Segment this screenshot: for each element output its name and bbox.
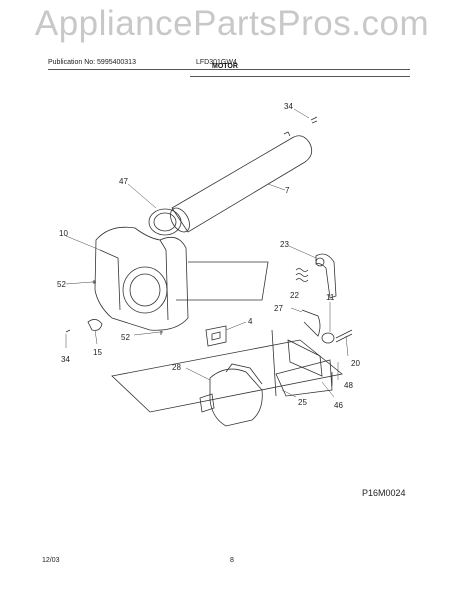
callout-34-top: 34 — [284, 102, 293, 111]
page-number: 8 — [230, 557, 234, 564]
bushing-15 — [87, 319, 103, 331]
callout-4: 4 — [248, 317, 253, 326]
motor-mount — [271, 329, 333, 397]
callout-52-bottom: 52 — [121, 333, 130, 342]
callout-47: 47 — [119, 177, 128, 186]
footer-date: 12/03 — [42, 557, 60, 564]
diagram-code: P16M0024 — [362, 488, 406, 498]
motor-28 — [199, 363, 263, 427]
callout-52-left: 52 — [57, 280, 66, 289]
callout-11: 11 — [326, 293, 335, 302]
callout-7: 7 — [285, 186, 290, 195]
callout-46: 46 — [334, 401, 343, 410]
bolt-20 — [335, 329, 353, 343]
publication-number: Publication No: 5995400313 — [48, 59, 136, 66]
header-rule — [48, 69, 410, 70]
callout-15: 15 — [93, 348, 102, 357]
callout-28: 28 — [172, 363, 181, 372]
callout-27: 27 — [274, 304, 283, 313]
duct-seal — [148, 208, 182, 236]
housing-plane — [176, 261, 269, 301]
watermark-logo: AppliancePartsPros.com — [34, 4, 430, 43]
screw-top — [310, 116, 318, 124]
screw-34-bottom — [65, 329, 71, 333]
idler-arm — [301, 309, 321, 337]
motor-plane — [111, 339, 343, 413]
spring-22 — [295, 268, 309, 282]
callout-48: 48 — [344, 381, 353, 390]
exhaust-duct — [170, 131, 313, 233]
model-number: LFD301GW4 — [196, 59, 237, 66]
clip-4 — [205, 325, 227, 347]
callout-10: 10 — [59, 229, 68, 238]
bracket-23 — [315, 253, 337, 299]
section-rule — [190, 76, 410, 77]
callout-34-bottom: 34 — [61, 355, 70, 364]
idler-pulley — [321, 332, 335, 344]
screw-52-bottom — [160, 331, 163, 335]
blower-housing — [94, 226, 189, 331]
section-title: MOTOR — [212, 63, 238, 70]
callout-22: 22 — [290, 291, 299, 300]
callout-23: 23 — [280, 240, 289, 249]
screw-52-left — [92, 280, 96, 284]
callout-20: 20 — [351, 359, 360, 368]
callout-25: 25 — [298, 398, 307, 407]
